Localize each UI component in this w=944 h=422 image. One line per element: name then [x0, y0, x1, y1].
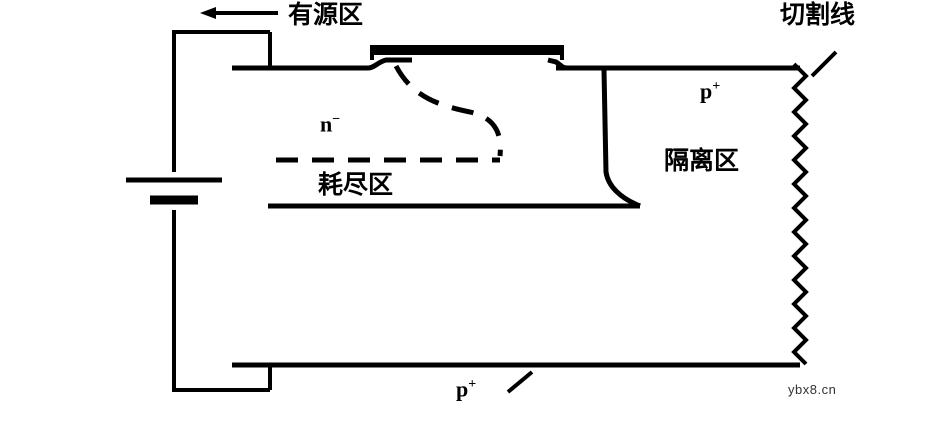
label-isolation-region: 隔离区 [664, 146, 740, 175]
p-plus-bottom-leader [506, 370, 534, 394]
circuit-top-wire [172, 30, 270, 172]
leader-lines [506, 50, 838, 394]
isolation-edge-curve [601, 69, 641, 209]
active-region-arrow [200, 7, 278, 19]
arrow-head [200, 7, 216, 19]
n-minus-sup: − [332, 112, 341, 127]
external-circuit [172, 30, 272, 392]
cut-line-sawtooth [791, 62, 809, 366]
label-active-region: 有源区 [288, 0, 364, 29]
circuit-bottom-wire [172, 210, 270, 392]
label-p-plus-top: p+ [700, 80, 720, 102]
label-depletion-region: 耗尽区 [318, 170, 394, 199]
junction-left-curve [367, 57, 412, 71]
top-contact-plate [370, 45, 564, 60]
p-plus-bottom-text: p [456, 376, 469, 402]
device-outline [232, 65, 800, 368]
depletion-curve-vertical [393, 64, 503, 157]
p-plus-top-sup: + [712, 79, 721, 94]
junction-right-curve [547, 57, 569, 71]
battery-symbol [126, 177, 222, 205]
depletion-boundary [276, 64, 503, 163]
contact-bar [372, 45, 562, 55]
p-plus-bottom-sup: + [468, 377, 477, 392]
label-p-plus-bottom: p+ [456, 378, 476, 400]
label-cut-line: 切割线 [780, 0, 856, 29]
n-minus-text: n [320, 111, 333, 137]
p-plus-top-text: p [700, 78, 713, 104]
isolation-boundary [268, 69, 641, 209]
label-n-minus: n− [320, 113, 340, 135]
watermark: ybx8.cn [788, 382, 837, 397]
junction-profile [367, 57, 569, 71]
cut-line-leader [810, 50, 838, 78]
sawtooth-path [791, 62, 809, 366]
